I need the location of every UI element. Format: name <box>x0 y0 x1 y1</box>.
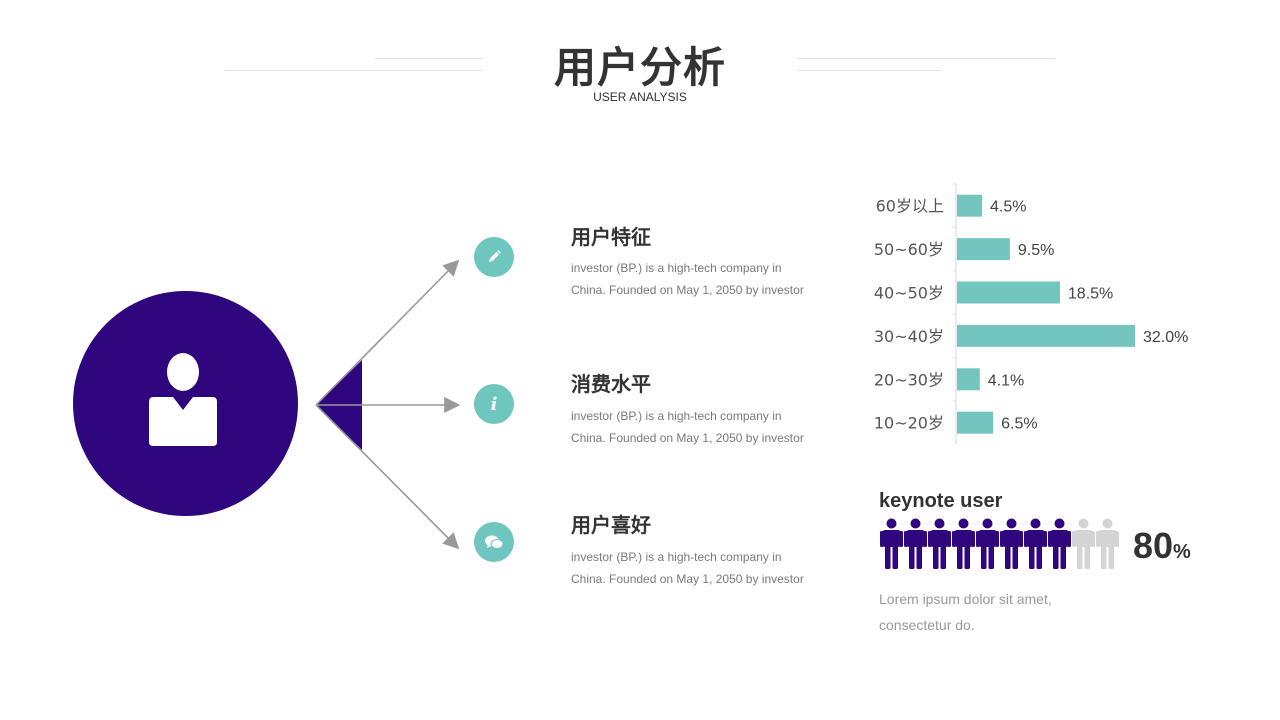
age-bar-chart: 60岁以上 4.5% 50~60岁 9.5% 40~50岁 18.5% 30~40岁 32.0… <box>874 183 1188 445</box>
chart-bar <box>957 194 983 217</box>
person-icon <box>1024 518 1047 575</box>
keynote-title: keynote user <box>879 490 1003 512</box>
chart-category-label: 40~50岁 <box>874 284 944 303</box>
chart-value-label: 32.0% <box>1143 329 1188 346</box>
section-desc-line: China. Founded on May 1, 2050 by investo… <box>571 431 804 445</box>
chart-category-label: 10~20岁 <box>874 414 944 433</box>
section-title-preferences: 用户喜好 <box>571 513 651 537</box>
chat-icon <box>485 535 504 549</box>
keynote-percent-value: 80 <box>1133 525 1174 566</box>
keynote-percent-sign: % <box>1173 541 1191 563</box>
header-line-right-top <box>797 58 1055 59</box>
chart-category-label: 20~30岁 <box>874 370 944 389</box>
section-desc-features: investor (BP.) is a high-tech company in… <box>571 257 831 301</box>
header-line-left-top <box>375 58 483 59</box>
header-line-right-bottom <box>797 70 942 71</box>
chart-value-label: 9.5% <box>1018 242 1054 259</box>
section-desc-preferences: investor (BP.) is a high-tech company in… <box>571 546 831 590</box>
section-desc-line: investor (BP.) is a high-tech company in <box>571 261 782 275</box>
keynote-percent: 80% <box>1133 525 1191 567</box>
pencil-icon-button[interactable] <box>474 237 514 277</box>
person-icon <box>1072 518 1095 575</box>
chat-icon-button[interactable] <box>474 522 514 562</box>
chart-category-label: 30~40岁 <box>874 327 944 346</box>
section-title-consumption: 消费水平 <box>571 372 651 396</box>
chart-bar <box>957 281 1060 304</box>
person-icon <box>928 518 951 575</box>
chart-bar <box>957 324 1135 347</box>
header-line-left-bottom <box>225 70 483 71</box>
person-icon <box>880 518 903 575</box>
keynote-desc: Lorem ipsum dolor sit amet, consectetur … <box>879 586 1099 638</box>
section-desc-line: investor (BP.) is a high-tech company in <box>571 409 782 423</box>
person-icon <box>904 518 927 575</box>
connector-arrows <box>315 259 461 550</box>
chart-bar <box>957 238 1010 261</box>
chart-value-label: 4.1% <box>988 372 1024 389</box>
chart-category-label: 50~60岁 <box>874 240 944 259</box>
section-desc-line: China. Founded on May 1, 2050 by investo… <box>571 572 804 586</box>
person-icon <box>1000 518 1023 575</box>
chart-bar <box>957 368 980 391</box>
person-icon <box>976 518 999 575</box>
user-avatar-circle <box>73 291 298 516</box>
section-desc-line: China. Founded on May 1, 2050 by investo… <box>571 283 804 297</box>
pencil-icon <box>489 250 501 262</box>
chart-value-label: 6.5% <box>1001 416 1037 433</box>
page-title: 用户分析 <box>553 43 726 92</box>
person-icon <box>1048 518 1071 575</box>
section-desc-consumption: investor (BP.) is a high-tech company in… <box>571 405 831 449</box>
keynote-desc-line: consectetur do. <box>879 617 975 633</box>
info-icon-button[interactable]: i <box>474 384 514 424</box>
person-icon <box>952 518 975 575</box>
keynote-desc-line: Lorem ipsum dolor sit amet, <box>879 591 1052 607</box>
chart-category-label: 60岁以上 <box>876 197 944 216</box>
page-subtitle: USER ANALYSIS <box>593 90 687 104</box>
chart-value-label: 18.5% <box>1068 286 1113 303</box>
info-icon: i <box>490 393 498 415</box>
user-icon <box>149 353 217 446</box>
people-icons <box>880 518 1119 575</box>
chart-value-label: 4.5% <box>990 199 1026 216</box>
section-desc-line: investor (BP.) is a high-tech company in <box>571 550 782 564</box>
section-title-features: 用户特征 <box>571 225 651 249</box>
chart-bar <box>957 411 994 434</box>
person-icon <box>1096 518 1119 575</box>
